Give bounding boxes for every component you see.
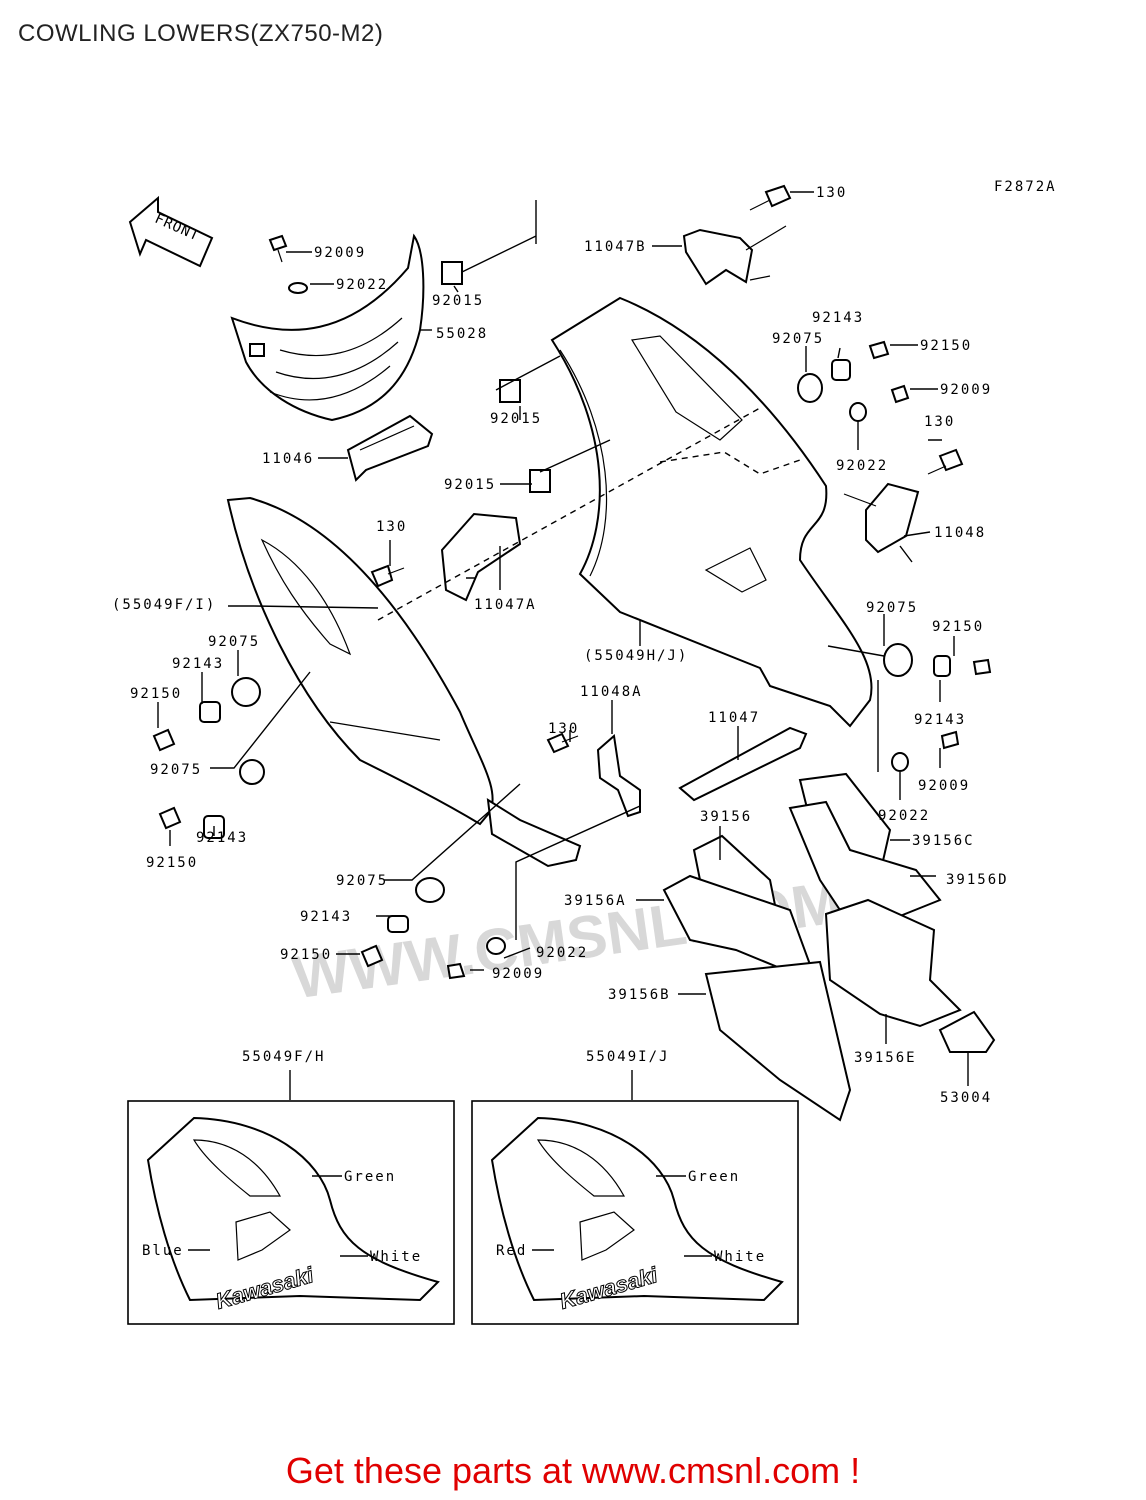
callout-92009: 92009: [918, 778, 970, 794]
callout-92022: 92022: [878, 808, 930, 824]
callout-92075: 92075: [772, 331, 824, 347]
callout-92009: 92009: [940, 382, 992, 398]
callout-92015: 92015: [432, 293, 484, 309]
footer-link[interactable]: Get these parts at www.cmsnl.com !: [285, 1450, 861, 1491]
callout-92150: 92150: [920, 338, 972, 354]
bolts: [152, 184, 992, 980]
callout-130: 130: [816, 185, 847, 201]
callout-11047: 11047: [708, 710, 760, 726]
callout-92143: 92143: [914, 712, 966, 728]
part-lower-fin: [486, 798, 582, 868]
callout-130: 130: [376, 519, 407, 535]
callout-11048: 11048: [934, 525, 986, 541]
callout-92150: 92150: [280, 947, 332, 963]
callout-130: 130: [548, 721, 579, 737]
callout-11047b: 11047B: [584, 239, 647, 255]
variant-box-1: Kawasaki Green Blue White: [127, 1100, 455, 1325]
callout-11046: 11046: [262, 451, 314, 467]
part-11047-bracket: [678, 726, 808, 802]
callout-39156e: 39156E: [854, 1050, 917, 1066]
callout-92075: 92075: [208, 634, 260, 650]
variant-1-left-label: Blue: [142, 1243, 184, 1259]
collars: [199, 359, 951, 933]
callout-92143: 92143: [812, 310, 864, 326]
variant-2-green-label: Green: [688, 1169, 740, 1185]
clip-92015-a: [441, 261, 463, 285]
callout-55028: 55028: [436, 326, 488, 342]
callout-92075: 92075: [336, 873, 388, 889]
callout-53004: 53004: [940, 1090, 992, 1106]
callout-55049fi: (55049F/I): [112, 597, 216, 613]
callout-92143: 92143: [172, 656, 224, 672]
callout-92022: 92022: [836, 458, 888, 474]
callout-92022: 92022: [536, 945, 588, 961]
part-11047a-bracket: [440, 512, 522, 602]
part-55028-lower-cover: [230, 233, 425, 422]
variant-code-2: 55049I/J: [586, 1049, 669, 1065]
part-11047b-bracket: [682, 225, 787, 286]
callout-55049hj: (55049H/J): [584, 648, 688, 664]
front-arrow-icon: FRONT: [128, 195, 214, 268]
callout-92015: 92015: [444, 477, 496, 493]
variant-1-white-label: White: [370, 1249, 422, 1265]
variant-1-green-label: Green: [344, 1169, 396, 1185]
variant-code-1: 55049F/H: [242, 1049, 325, 1065]
callout-39156c: 39156C: [912, 833, 975, 849]
callout-92150: 92150: [932, 619, 984, 635]
callout-92022: 92022: [336, 277, 388, 293]
variant-2-left-label: Red: [496, 1243, 527, 1259]
variant-2-white-label: White: [714, 1249, 766, 1265]
callout-130: 130: [924, 414, 955, 430]
callout-11047a: 11047A: [474, 597, 537, 613]
callout-92009: 92009: [492, 966, 544, 982]
variant-box-2: Kawasaki Green Red White: [471, 1100, 799, 1325]
part-11048a-bracket: [596, 734, 641, 818]
callout-39156a: 39156A: [564, 893, 627, 909]
callout-92143: 92143: [196, 830, 248, 846]
callout-92143: 92143: [300, 909, 352, 925]
callout-92075: 92075: [866, 600, 918, 616]
callout-92009: 92009: [314, 245, 366, 261]
part-55049hj-right-cowling: [550, 296, 873, 728]
part-11046-bracket: [346, 414, 434, 482]
clip-92015-c: [529, 469, 551, 493]
insulators-39156: [662, 772, 996, 1122]
callout-92075: 92075: [150, 762, 202, 778]
callout-92150: 92150: [130, 686, 182, 702]
callout-92150: 92150: [146, 855, 198, 871]
callout-11048a: 11048A: [580, 684, 643, 700]
callout-39156d: 39156D: [946, 872, 1009, 888]
leader-lines: [157, 191, 969, 1100]
part-55049fi-left-cowling: [226, 496, 494, 826]
grommets: [231, 282, 913, 955]
figure-code: F2872A: [994, 179, 1057, 195]
part-11048-bracket: [843, 482, 920, 554]
callout-39156: 39156: [700, 809, 752, 825]
callout-39156b: 39156B: [608, 987, 671, 1003]
page-title: COWLING LOWERS(ZX750-M2): [18, 20, 384, 47]
callout-92015: 92015: [490, 411, 542, 427]
